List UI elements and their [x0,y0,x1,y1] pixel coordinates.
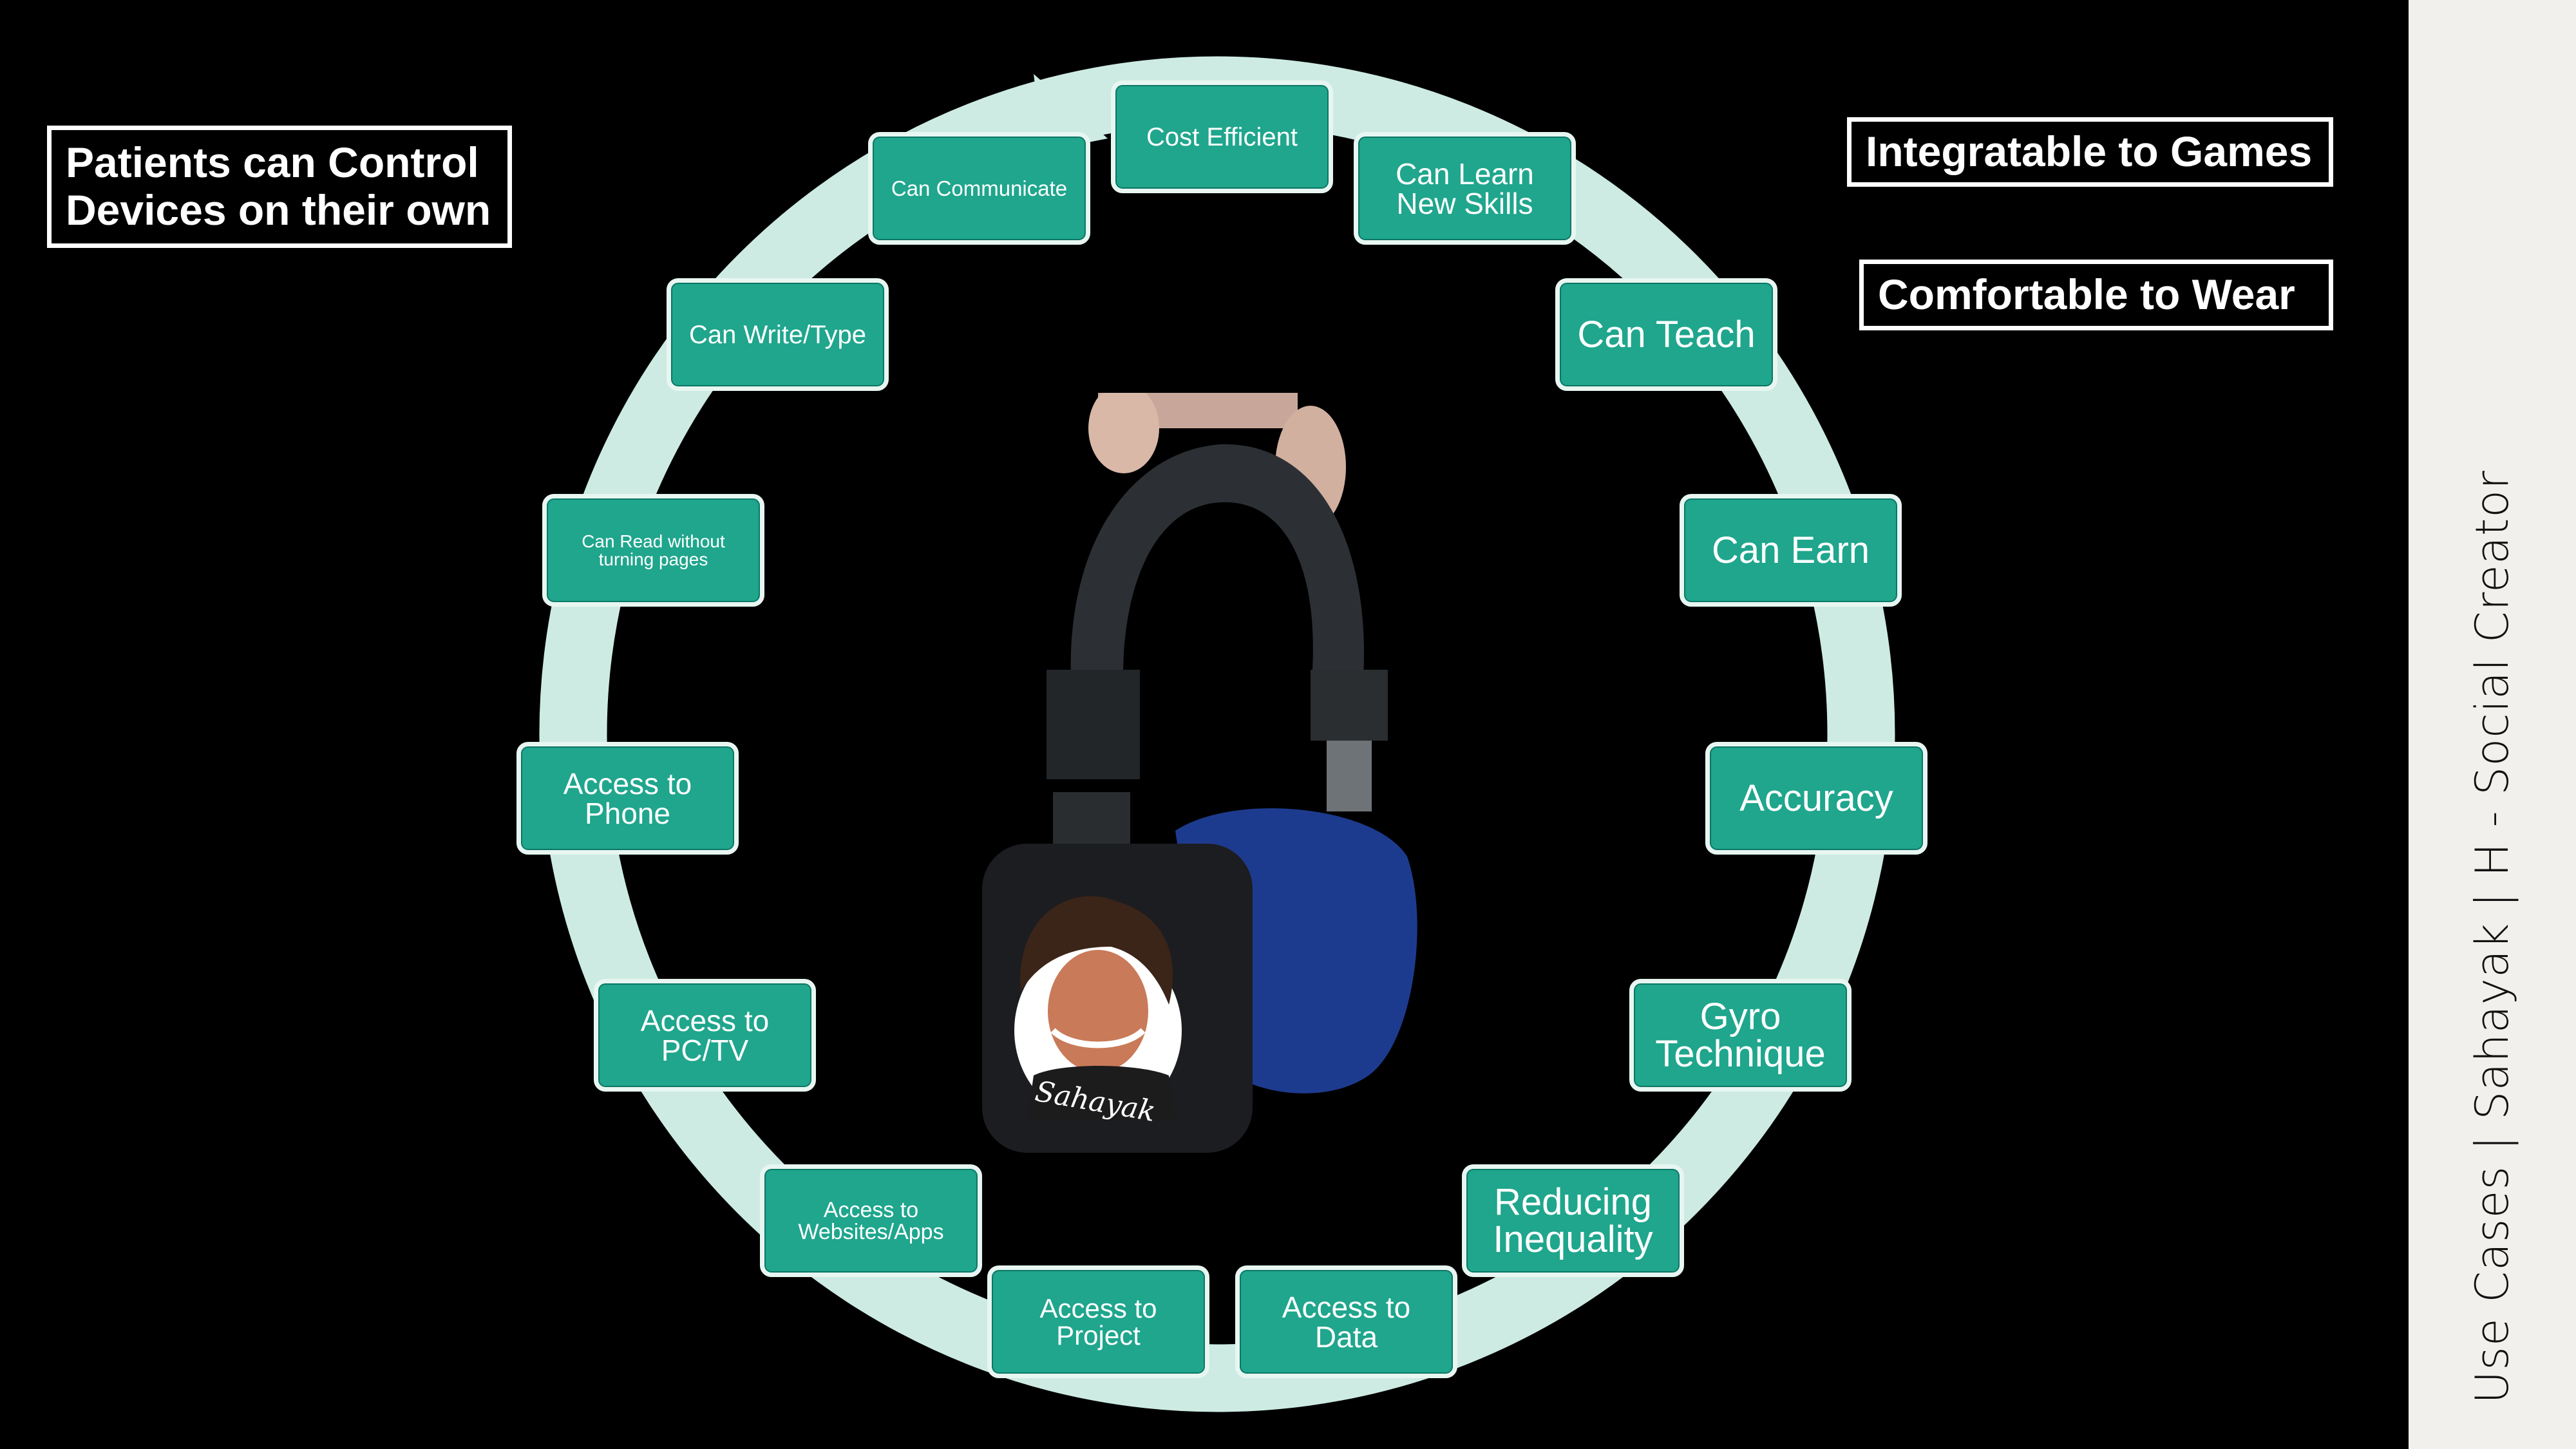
cycle-node-access-project: Access to Project [987,1265,1209,1378]
cycle-node-access-data: Access to Data [1235,1265,1457,1378]
headband [1070,444,1365,702]
cycle-node-can-learn: Can Learn New Skills [1354,132,1576,245]
cycle-node-accuracy: Accuracy [1705,742,1927,855]
cycle-node-reducing-inequality: Reducing Inequality [1462,1164,1684,1277]
cycle-node-can-read: Can Read without turning pages [542,494,764,607]
cycle-node-access-pc-tv: Access to PC/TV [594,979,816,1092]
sahayak-sticker: Sahayak [1014,896,1182,1128]
cycle-node-can-teach: Can Teach [1555,278,1777,391]
cycle-node-gyro-technique: Gyro Technique [1629,979,1852,1092]
cycle-node-can-communicate: Can Communicate [868,132,1090,245]
callout-integratable-games: Integratable to Games [1847,117,2333,187]
sidebar-title: Use Cases | Sahayak | H - Social Creator [2466,470,2519,1404]
cycle-node-cost-efficient: Cost Efficient [1111,80,1333,193]
hand-finger-left [1088,393,1159,473]
callout-patients-control: Patients can Control Devices on their ow… [47,126,512,248]
cycle-node-access-websites: Access to Websites/Apps [760,1164,982,1277]
headphone-device-image: Sahayak [982,393,1417,1153]
cycle-node-access-phone: Access to Phone [516,742,739,855]
slide-canvas: Sahayak Cost Efficient Can Learn New Ski… [47,56,2333,1412]
cycle-node-can-write: Can Write/Type [667,278,889,391]
sidebar-panel: Use Cases | Sahayak | H - Social Creator [2409,0,2576,1449]
callout-comfortable-wear: Comfortable to Wear [1859,260,2333,330]
cycle-node-can-earn: Can Earn [1680,494,1902,607]
